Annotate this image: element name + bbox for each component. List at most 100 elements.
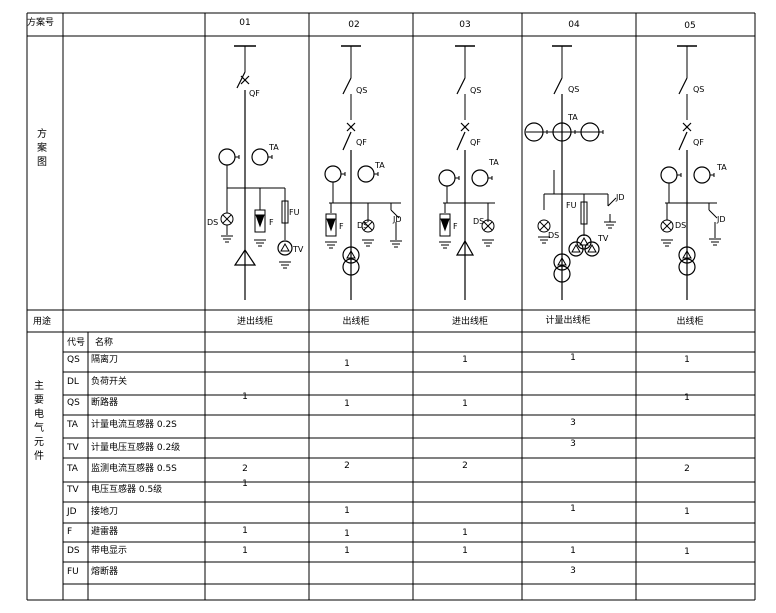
- component-qty-2: 1: [344, 359, 350, 369]
- symbol-label: TA: [716, 163, 727, 172]
- component-code: DL: [67, 377, 79, 387]
- components-section-label: 主要电气元件: [34, 381, 44, 462]
- scheme-number-03: 03: [459, 20, 471, 30]
- live-indicator: [363, 221, 373, 231]
- surge-arrester: [439, 213, 451, 237]
- symbol-label: F: [453, 222, 458, 231]
- symbol-label: QF: [470, 138, 481, 147]
- breaker-cross: [460, 122, 470, 132]
- symbol-label: QS: [356, 86, 367, 95]
- symbol-label: QS: [568, 85, 579, 94]
- load-triangle: [455, 239, 475, 256]
- live-indicator: [539, 221, 549, 231]
- surge-arrester: [325, 213, 337, 237]
- surge-arrester: [326, 218, 336, 232]
- power-transformer: [557, 256, 567, 266]
- breaker-cross: [346, 122, 356, 132]
- voltage-transformer: [584, 241, 600, 257]
- component-qty-1: 1: [242, 526, 248, 536]
- symbol-label: F: [269, 218, 274, 227]
- component-qty-5: 1: [684, 507, 690, 517]
- live-indicator: [361, 219, 375, 233]
- symbol-label: DS: [207, 218, 218, 227]
- component-qty-5: 2: [684, 464, 690, 474]
- symbol-label: TV: [292, 245, 304, 254]
- symbol-label: DS: [473, 217, 484, 226]
- component-qty-1: 1: [242, 479, 248, 489]
- switch-blade: [342, 131, 352, 151]
- surge-arrester: [254, 209, 266, 233]
- power-transformer: [678, 258, 696, 276]
- power-transformer: [553, 253, 571, 271]
- component-qty-4: 3: [570, 566, 576, 576]
- symbol-label: TA: [488, 158, 499, 167]
- switch-blade: [678, 77, 688, 95]
- breaker-cross: [240, 75, 250, 85]
- voltage-transformer: [587, 243, 597, 253]
- symbol-label: QF: [356, 138, 367, 147]
- usage-label: 用途: [33, 317, 52, 327]
- usage-03: 进出线柜: [451, 317, 489, 327]
- component-qty-4: 1: [570, 546, 576, 556]
- component-code: FU: [67, 567, 79, 577]
- usage-01: 进出线柜: [236, 317, 274, 327]
- component-code: DS: [67, 546, 80, 556]
- scheme-number-01: 01: [239, 18, 251, 28]
- component-name: 断路器: [91, 398, 119, 408]
- component-qty-4: 1: [570, 353, 576, 363]
- current-transformer: [357, 165, 375, 183]
- live-indicator: [483, 221, 493, 231]
- component-name: 接地刀: [91, 507, 119, 517]
- component-name: 负荷开关: [91, 377, 128, 387]
- component-code: TV: [67, 485, 79, 495]
- component-qty-3: 1: [462, 546, 468, 556]
- symbol-label: QS: [693, 85, 704, 94]
- breaker-cross: [682, 122, 692, 132]
- current-transformer: [660, 166, 678, 184]
- component-name: 熔断器: [91, 567, 119, 577]
- symbol-label: TV: [597, 234, 609, 243]
- switch-blade: [678, 131, 688, 151]
- ground-switch-blade: [708, 209, 718, 219]
- diagram-section-label: 方案图: [37, 129, 47, 168]
- current-transformer: [324, 165, 342, 183]
- load-triangle: [233, 248, 257, 266]
- component-qty-3: 1: [462, 399, 468, 409]
- component-qty-2: 1: [344, 506, 350, 516]
- symbol-label: TA: [567, 113, 578, 122]
- component-qty-2: 2: [344, 461, 350, 471]
- current-transformer: [218, 148, 236, 166]
- switch-blade: [236, 71, 246, 89]
- component-qty-1: 1: [242, 392, 248, 402]
- power-transformer: [346, 249, 356, 259]
- voltage-transformer: [579, 236, 589, 246]
- component-name: 带电显示: [91, 546, 128, 556]
- scheme-number-05: 05: [684, 21, 696, 31]
- symbol-label: FU: [289, 208, 300, 217]
- symbol-label: JD: [392, 215, 402, 224]
- power-transformer: [342, 258, 360, 276]
- component-code: TA: [67, 464, 78, 474]
- usage-04: 计量出线柜: [545, 316, 591, 326]
- component-qty-4: 3: [570, 439, 576, 449]
- component-qty-4: 3: [570, 418, 576, 428]
- surge-arrester: [255, 214, 265, 228]
- symbol-label: QS: [470, 86, 481, 95]
- component-name: 隔离刀: [91, 355, 119, 365]
- switch-blade: [553, 77, 563, 95]
- component-qty-5: 1: [684, 355, 690, 365]
- symbol-label: DS: [548, 231, 559, 240]
- symbol-label: JD: [716, 215, 726, 224]
- scheme-number-02: 02: [348, 20, 360, 30]
- surge-arrester: [440, 218, 450, 232]
- component-qty-2: 1: [344, 546, 350, 556]
- switch-blade: [456, 77, 466, 95]
- switch-blade: [342, 77, 352, 95]
- component-qty-5: 1: [684, 393, 690, 403]
- voltage-transformer: [571, 243, 581, 253]
- component-code: F: [67, 527, 73, 537]
- component-qty-5: 1: [684, 547, 690, 557]
- usage-05: 出线柜: [676, 317, 704, 327]
